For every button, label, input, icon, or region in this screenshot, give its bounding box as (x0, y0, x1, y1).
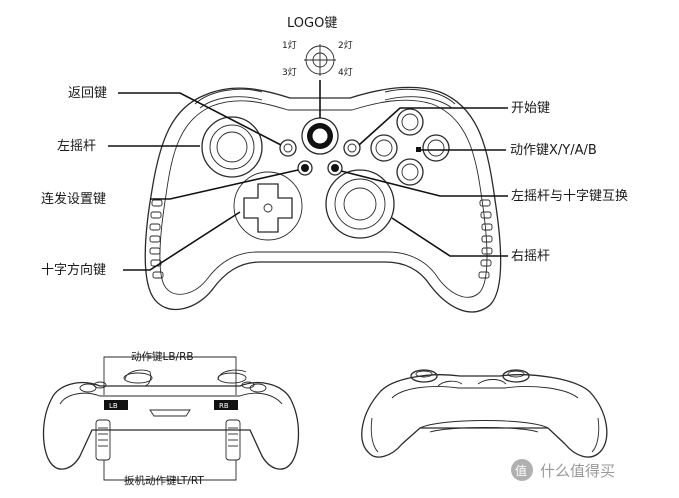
label-left-stick: 左摇杆 (57, 139, 96, 154)
turbo-button (297, 160, 313, 176)
watermark-logo-icon (511, 459, 533, 481)
label-light-2: 2灯 (338, 40, 353, 51)
swap-button (327, 160, 343, 176)
back-button (279, 139, 297, 157)
label-lt-rt: 扳机动作键LT/RT (124, 474, 204, 487)
face-buttons (370, 108, 450, 186)
label-swap-key: 左摇杆与十字键互换 (511, 189, 628, 204)
dpad (233, 171, 303, 241)
leader-lines (108, 80, 508, 271)
watermark-icon-glyph: 值 (515, 463, 527, 478)
logo-button (301, 117, 339, 155)
tag-lb: LB (109, 402, 118, 410)
watermark-text: 什么值得买 (540, 462, 615, 480)
left-bumper-top (194, 88, 263, 105)
label-turbo-key: 连发设置键 (41, 191, 106, 207)
label-back-key: 返回键 (68, 86, 107, 101)
controller-top-view (144, 86, 502, 313)
start-button (343, 139, 361, 157)
label-dpad-key: 十字方向键 (41, 262, 106, 278)
tag-rb: RB (219, 402, 229, 410)
bumper-detail-r (384, 96, 453, 109)
label-logo-key: LOGO键 (287, 16, 337, 31)
controller-inner-outline (159, 99, 488, 298)
right-trigger (225, 419, 241, 461)
right-stick (325, 169, 395, 239)
label-light-1: 1灯 (282, 40, 297, 51)
right-grip-ridges (478, 199, 493, 279)
bumper-detail (199, 96, 263, 109)
left-stick (201, 116, 263, 178)
left-trigger (95, 419, 111, 461)
label-right-stick: 右摇杆 (511, 249, 550, 264)
label-action-xyab: 动作键X/Y/A/B (510, 143, 597, 158)
right-bumper-top (384, 88, 456, 105)
label-light-4: 4灯 (338, 67, 353, 78)
controller-body (144, 86, 502, 313)
label-lb-rb: 动作键LB/RB (131, 350, 194, 363)
controller-perspective-view (361, 369, 608, 458)
controller-front-view: 动作键LB/RB LB RB (42, 350, 300, 487)
watermark: 值 什么值得买 (511, 459, 615, 481)
label-group: LOGO键 1灯 2灯 3灯 4灯 返回键 左摇杆 连发设置键 十字方向键 开始… (41, 16, 628, 278)
logo-lights-icon (304, 44, 336, 76)
label-light-3: 3灯 (282, 67, 297, 78)
label-start-key: 开始键 (511, 101, 550, 116)
